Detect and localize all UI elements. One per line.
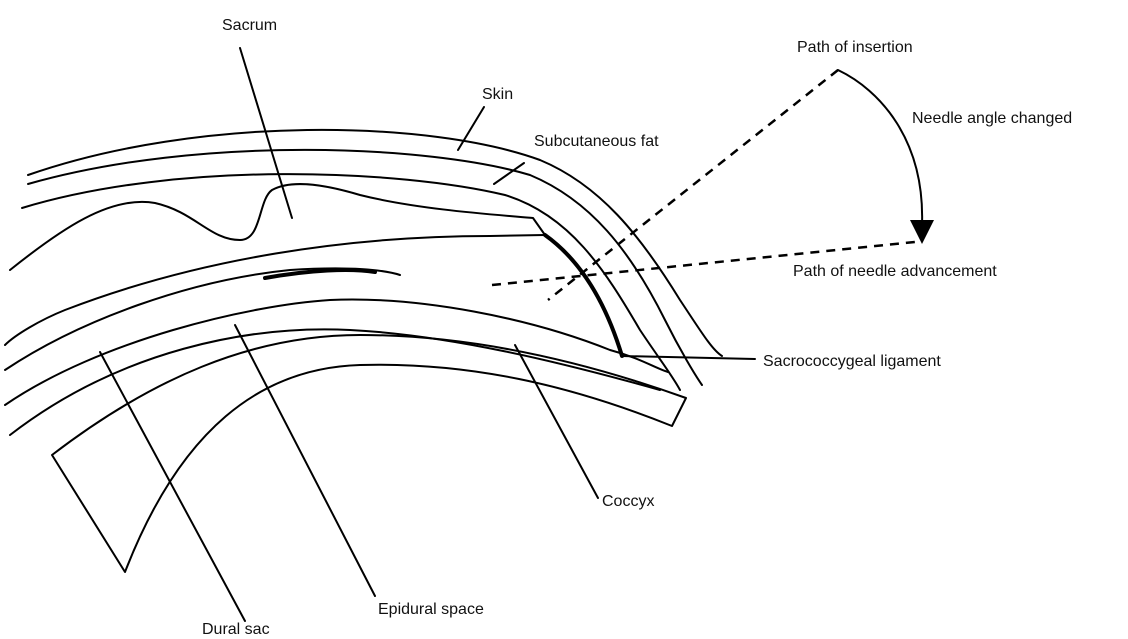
label-sacrum: Sacrum: [222, 17, 277, 34]
dural-sac-leader: [100, 352, 245, 621]
sacrococcygeal-ligament-band: [545, 235, 622, 356]
sacral-upper-border: [5, 235, 545, 345]
sacrum-outline: [10, 184, 545, 270]
label-subcutaneous-fat: Subcutaneous fat: [534, 133, 659, 150]
epidural-space-line: [5, 300, 668, 405]
label-sacrococcygeal-ligament: Sacrococcygeal ligament: [763, 353, 941, 370]
needle-angle-arrowhead-icon: [910, 220, 934, 244]
label-needle-angle-changed: Needle angle changed: [912, 110, 1072, 127]
inner-sacral-line: [10, 329, 660, 435]
label-epidural-space: Epidural space: [378, 601, 484, 618]
needle-angle-arrow-curve: [838, 70, 922, 225]
label-path-of-needle-advancement: Path of needle advancement: [793, 263, 997, 280]
coccyx-leader: [515, 345, 598, 498]
ligament-leader: [622, 356, 755, 359]
label-path-of-insertion: Path of insertion: [797, 39, 913, 56]
label-skin: Skin: [482, 86, 513, 103]
label-coccyx: Coccyx: [602, 493, 654, 510]
dural-sac-top-curve: [5, 268, 400, 370]
label-dural-sac: Dural sac: [202, 621, 270, 638]
